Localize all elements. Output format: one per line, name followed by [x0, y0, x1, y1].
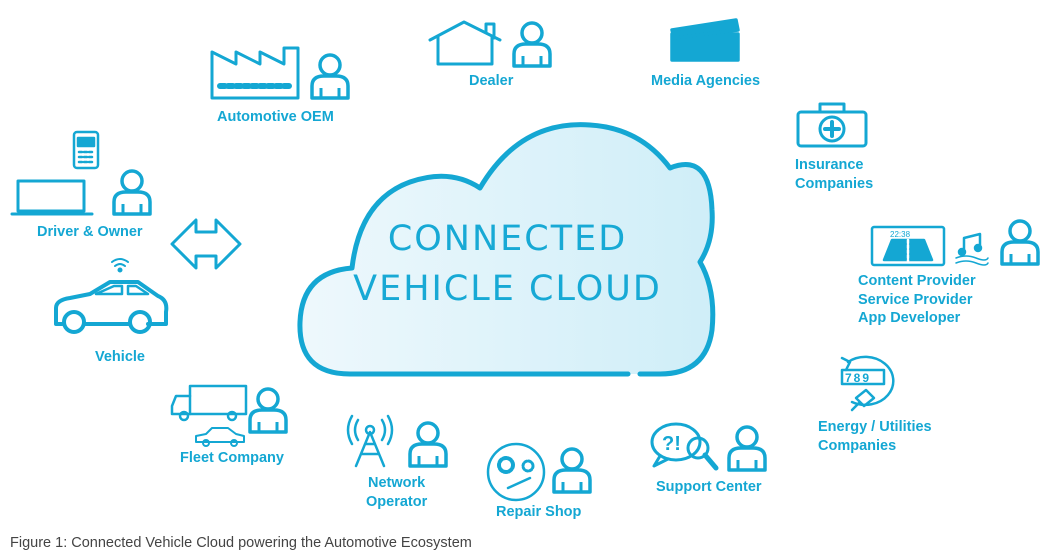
- label-insurance: Insurance Companies: [795, 156, 873, 193]
- meter-plug-icon: [840, 355, 895, 412]
- wifi-icon: [111, 258, 129, 273]
- small-car-icon: [195, 427, 245, 447]
- factory-icon: [210, 46, 300, 100]
- first-aid-kit-icon: [796, 102, 868, 148]
- label-driver-owner: Driver & Owner: [37, 224, 143, 240]
- label-network-operator: Network Operator: [366, 474, 427, 511]
- label-line: Network: [368, 475, 426, 491]
- label-fleet-company: Fleet Company: [180, 450, 284, 466]
- label-automotive-oem: Automotive OEM: [217, 109, 334, 125]
- label-repair-shop: Repair Shop: [496, 504, 582, 520]
- double-arrow-icon: [170, 218, 242, 270]
- person-icon-content: [1000, 219, 1040, 266]
- question-bubble-icon: [650, 422, 719, 471]
- person-icon-support: [727, 425, 767, 472]
- person-icon-dealer: [512, 21, 552, 68]
- truck-icon: [170, 384, 248, 422]
- cloud-title-line1: CONNECTED: [387, 219, 628, 259]
- label-line: Insurance: [795, 157, 864, 173]
- cell-tower-icon: [346, 414, 394, 468]
- music-note-icon: [955, 232, 989, 266]
- phone-icon: [72, 130, 100, 170]
- screen-time-text: 22:38: [890, 230, 911, 239]
- cloud-shape: [297, 122, 716, 377]
- meter-digits-text: 789: [845, 371, 871, 385]
- infotainment-screen-icon: [870, 225, 946, 267]
- person-icon-driver: [112, 169, 152, 216]
- label-line: Companies: [795, 175, 874, 192]
- person-icon-oem: [310, 53, 350, 100]
- label-line: Operator: [366, 493, 428, 510]
- label-support-center: Support Center: [656, 479, 762, 495]
- laptop-icon: [10, 179, 94, 216]
- figure-caption: Figure 1: Connected Vehicle Cloud poweri…: [10, 535, 472, 551]
- cloud-title-line2: VEHICLE CLOUD: [353, 269, 662, 309]
- label-media-agencies: Media Agencies: [651, 73, 761, 89]
- label-line: Energy / Utilities: [818, 419, 932, 435]
- person-icon-repair: [552, 447, 592, 494]
- label-dealer: Dealer: [469, 73, 514, 89]
- label-content-provider: Content Provider Service Provider App De…: [858, 272, 976, 328]
- gear-wrench-icon: [486, 442, 546, 502]
- label-line: Service Provider: [858, 291, 973, 308]
- label-line: Content Provider: [858, 273, 976, 289]
- label-line: Companies: [818, 437, 897, 454]
- person-icon-fleet: [248, 387, 288, 434]
- label-line: App Developer: [858, 310, 961, 326]
- clapperboard-icon: [670, 18, 740, 62]
- person-icon-network: [408, 421, 448, 468]
- label-energy: Energy / Utilities Companies: [818, 418, 932, 455]
- house-icon: [428, 20, 502, 66]
- car-icon: [54, 280, 169, 334]
- bubble-text: ?!: [662, 433, 681, 455]
- label-vehicle: Vehicle: [95, 349, 145, 365]
